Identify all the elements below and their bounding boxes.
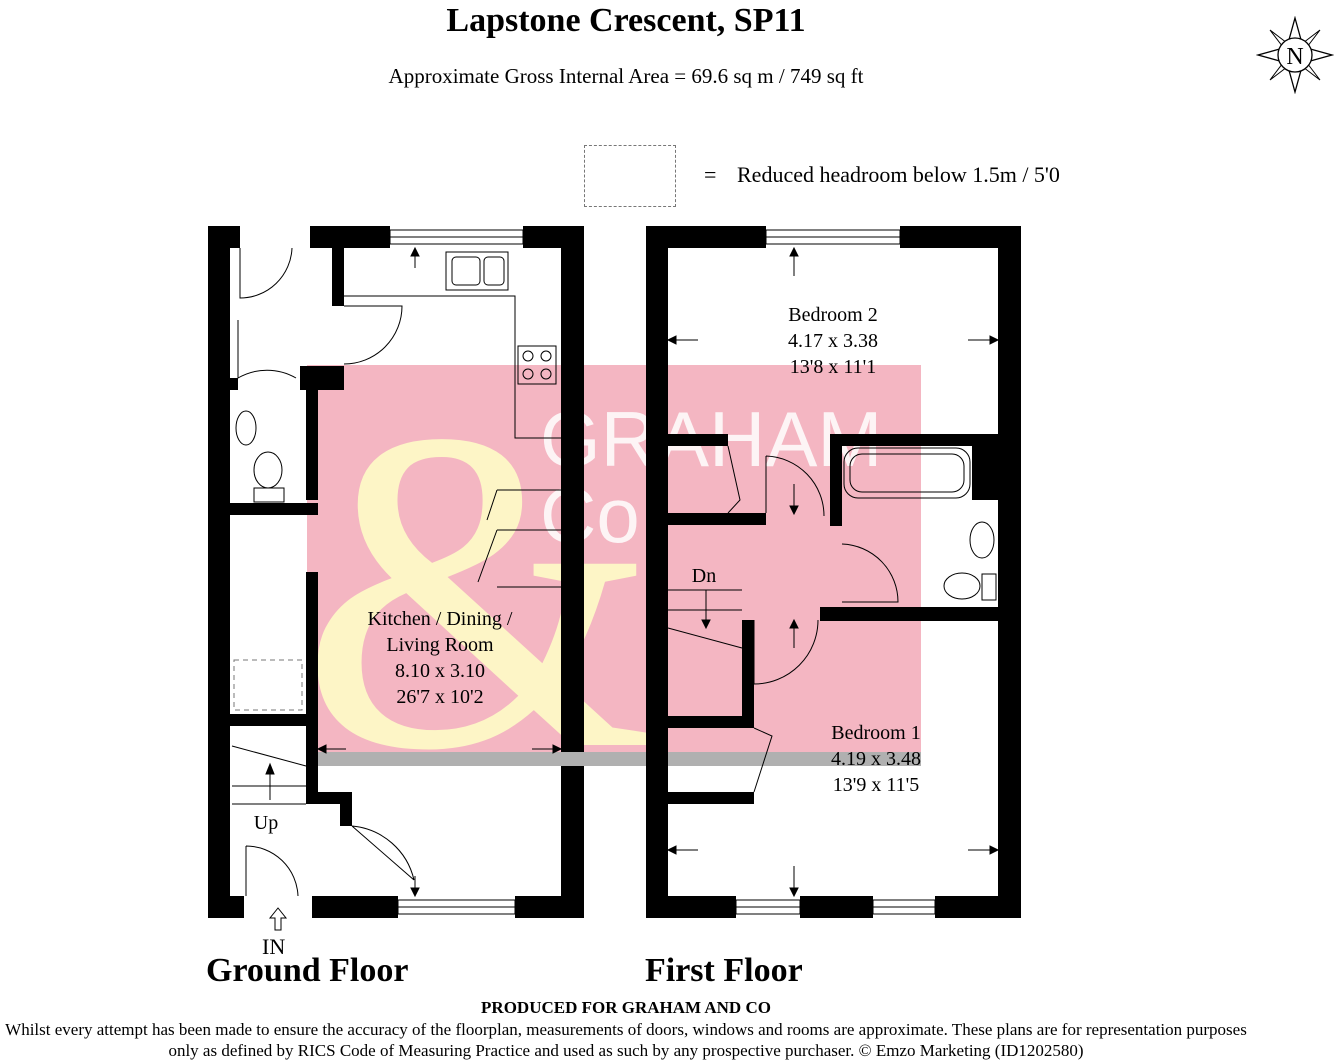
kitchen-name-line2: Living Room (386, 634, 494, 656)
watermark-co: Co (540, 471, 640, 559)
plan-title: Lapstone Crescent, SP11 (446, 2, 806, 39)
ground-floor-label: Ground Floor (206, 952, 409, 989)
legend-equals: = (704, 162, 717, 187)
kitchen-metric: 8.10 x 3.10 (395, 660, 485, 682)
gross-area: Approximate Gross Internal Area = 69.6 s… (388, 64, 864, 88)
bedroom-1-metric: 4.19 x 3.48 (831, 748, 921, 770)
bedroom-1-imperial: 13'9 x 11'5 (832, 774, 920, 796)
stairs-up-label: Up (253, 812, 279, 834)
ground-floor-plan (208, 226, 584, 918)
kitchen-name-line1: Kitchen / Dining / (367, 608, 513, 630)
kitchen-dining-living-label: Kitchen / Dining / Living Room 8.10 x 3.… (330, 606, 550, 710)
bedroom-1-name: Bedroom 1 (831, 722, 921, 744)
kitchen-imperial: 26'7 x 10'2 (396, 686, 484, 708)
bedroom-1-label: Bedroom 1 4.19 x 3.48 13'9 x 11'5 (796, 720, 956, 798)
disclaimer: Whilst every attempt has been made to en… (5, 1020, 1247, 1060)
first-floor-plan (646, 226, 1021, 918)
bedroom-2-name: Bedroom 2 (788, 304, 878, 326)
produced-for: PRODUCED FOR GRAHAM AND CO (481, 998, 771, 1017)
compass-label: N (1286, 44, 1303, 70)
first-floor-label: First Floor (645, 952, 803, 989)
entrance-arrow-icon (268, 907, 288, 931)
bedroom-2-metric: 4.17 x 3.38 (788, 330, 878, 352)
reduced-headroom-legend-swatch (584, 145, 676, 207)
stairs-down-label: Dn (691, 565, 717, 587)
entrance-label: IN (262, 934, 286, 959)
bedroom-2-imperial: 13'8 x 11'1 (789, 356, 877, 378)
watermark-panel (307, 365, 921, 755)
compass-icon: N (1256, 16, 1334, 94)
legend-text: Reduced headroom below 1.5m / 5'0 (737, 162, 1060, 187)
bedroom-2-label: Bedroom 2 4.17 x 3.38 13'8 x 11'1 (753, 302, 913, 380)
